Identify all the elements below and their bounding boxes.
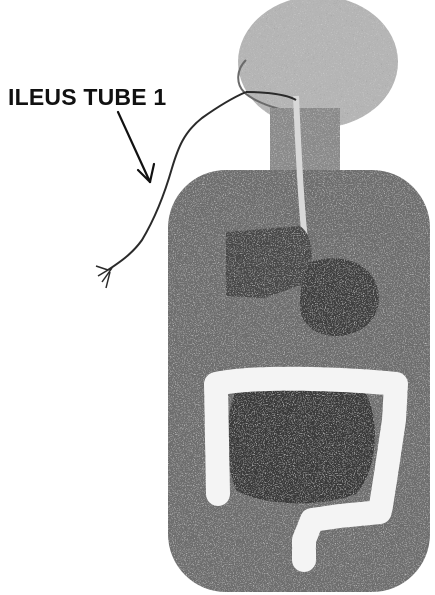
neck-silhouette <box>270 108 340 178</box>
callout-arrow <box>118 112 154 182</box>
small-intestine <box>227 382 375 503</box>
callout-label: ILEUS TUBE 1 <box>8 84 166 111</box>
